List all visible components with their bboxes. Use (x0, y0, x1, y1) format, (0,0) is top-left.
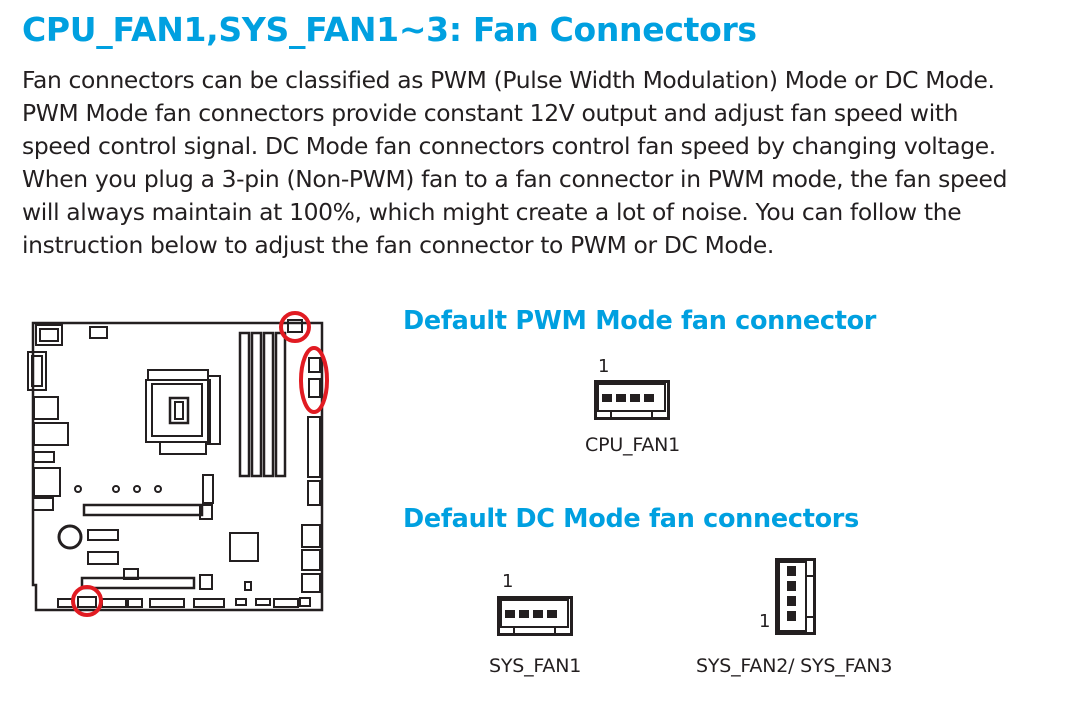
pwm-section-title: Default PWM Mode fan connector (403, 306, 877, 336)
fan-connector-horizontal-icon (497, 596, 573, 636)
description-paragraph: Fan connectors can be classified as PWM … (22, 64, 1072, 262)
paragraph-line: will always maintain at 100%, which migh… (22, 198, 962, 226)
dc-section-title: Default DC Mode fan connectors (403, 504, 859, 534)
cpu-fan1-label: CPU_FAN1 (585, 434, 681, 456)
paragraph-line: speed control signal. DC Mode fan connec… (22, 132, 996, 160)
page-title: CPU_FAN1,SYS_FAN1~3: Fan Connectors (22, 10, 757, 49)
cpu-fan1-pin1-label: 1 (598, 356, 610, 377)
sys-fan23-pin1-label: 1 (759, 611, 771, 632)
paragraph-line: PWM Mode fan connectors provide constant… (22, 99, 959, 127)
paragraph-line: instruction below to adjust the fan conn… (22, 231, 774, 259)
paragraph-line: When you plug a 3-pin (Non-PWM) fan to a… (22, 165, 1008, 193)
sys-fan23-label: SYS_FAN2/ SYS_FAN3 (696, 655, 893, 677)
highlight-markers (71, 311, 329, 617)
fan-connector-horizontal-icon (594, 380, 670, 420)
fan-connector-vertical-icon (775, 558, 816, 635)
paragraph-line: Fan connectors can be classified as PWM … (22, 66, 995, 94)
sys-fan1-label: SYS_FAN1 (489, 655, 582, 677)
sys-fan1-pin1-label: 1 (502, 571, 514, 592)
